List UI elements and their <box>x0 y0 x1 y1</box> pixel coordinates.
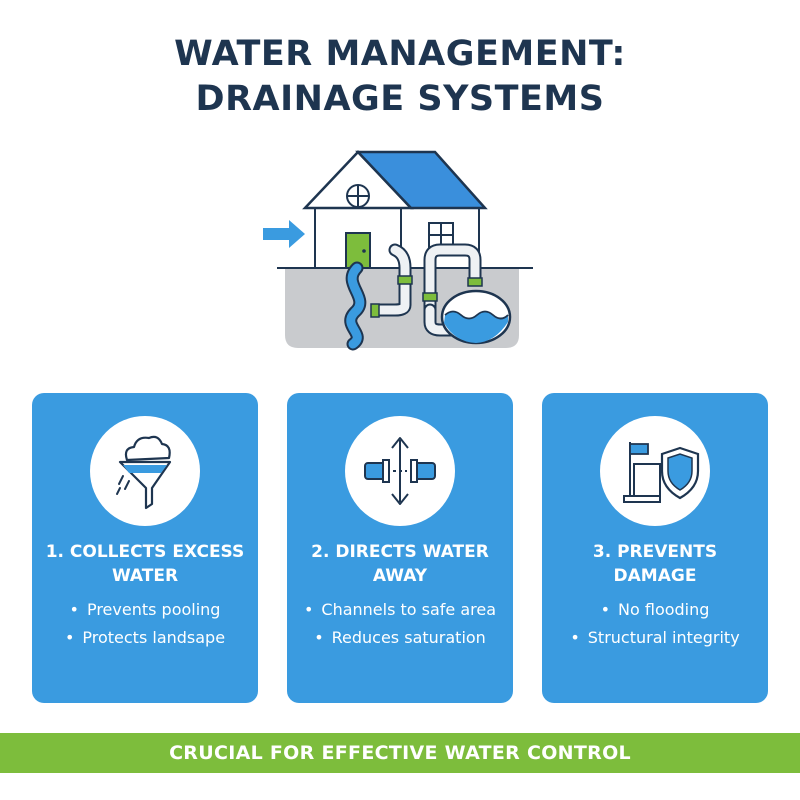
bullet-item: Channels to safe area <box>287 596 513 624</box>
rain-funnel-icon <box>116 435 172 510</box>
pipe-directions-icon <box>364 437 436 505</box>
title-line-2: DRAINAGE SYSTEMS <box>195 79 605 119</box>
card-bullet-list: No flooding Structural integrity <box>542 596 768 652</box>
card-heading-line-1: 3. PREVENTS <box>592 542 718 562</box>
card-heading: 2. DIRECTS WATER AWAY <box>295 540 505 588</box>
card-heading-line-1: 1. COLLECTS EXCESS <box>45 542 245 562</box>
card-directs-water: 2. DIRECTS WATER AWAY Channels to safe a… <box>287 393 513 703</box>
drainage-hero-illustration <box>263 150 533 351</box>
bullet-item: Reduces saturation <box>287 624 513 652</box>
bullet-item: Prevents pooling <box>32 596 258 624</box>
card-heading-line-2: DAMAGE <box>613 566 697 586</box>
card-heading-line-2: AWAY <box>372 566 428 586</box>
storage-tank-icon <box>440 289 512 345</box>
card-heading: 1. COLLECTS EXCESS WATER <box>40 540 250 588</box>
bullet-item: Structural integrity <box>542 624 768 652</box>
card-bullet-list: Prevents pooling Protects landsape <box>32 596 258 652</box>
card-heading: 3. PREVENTS DAMAGE <box>550 540 760 588</box>
pipe-joint-icons <box>370 275 483 318</box>
shield-building-icon <box>623 442 700 503</box>
arrow-right-icon <box>263 220 305 248</box>
card-icon-badge <box>90 416 200 526</box>
page-title: WATER MANAGEMENT: DRAINAGE SYSTEMS <box>0 32 800 122</box>
bullet-item: Protects landsape <box>32 624 258 652</box>
card-icon-badge <box>345 416 455 526</box>
card-icon-badge <box>600 416 710 526</box>
water-stream-icon <box>344 261 367 351</box>
card-collects-water: 1. COLLECTS EXCESS WATER Prevents poolin… <box>32 393 258 703</box>
card-heading-line-1: 2. DIRECTS WATER <box>311 542 489 562</box>
underground-pipe-icon <box>370 243 482 337</box>
card-heading-line-2: WATER <box>111 566 179 586</box>
card-bullet-list: Channels to safe area Reduces saturation <box>287 596 513 652</box>
card-prevents-damage: 3. PREVENTS DAMAGE No flooding Structura… <box>542 393 768 703</box>
title-line-1: WATER MANAGEMENT: <box>174 34 626 74</box>
house-icon <box>302 150 488 269</box>
footer-banner: CRUCIAL FOR EFFECTIVE WATER CONTROL <box>0 733 800 773</box>
bullet-item: No flooding <box>542 596 768 624</box>
